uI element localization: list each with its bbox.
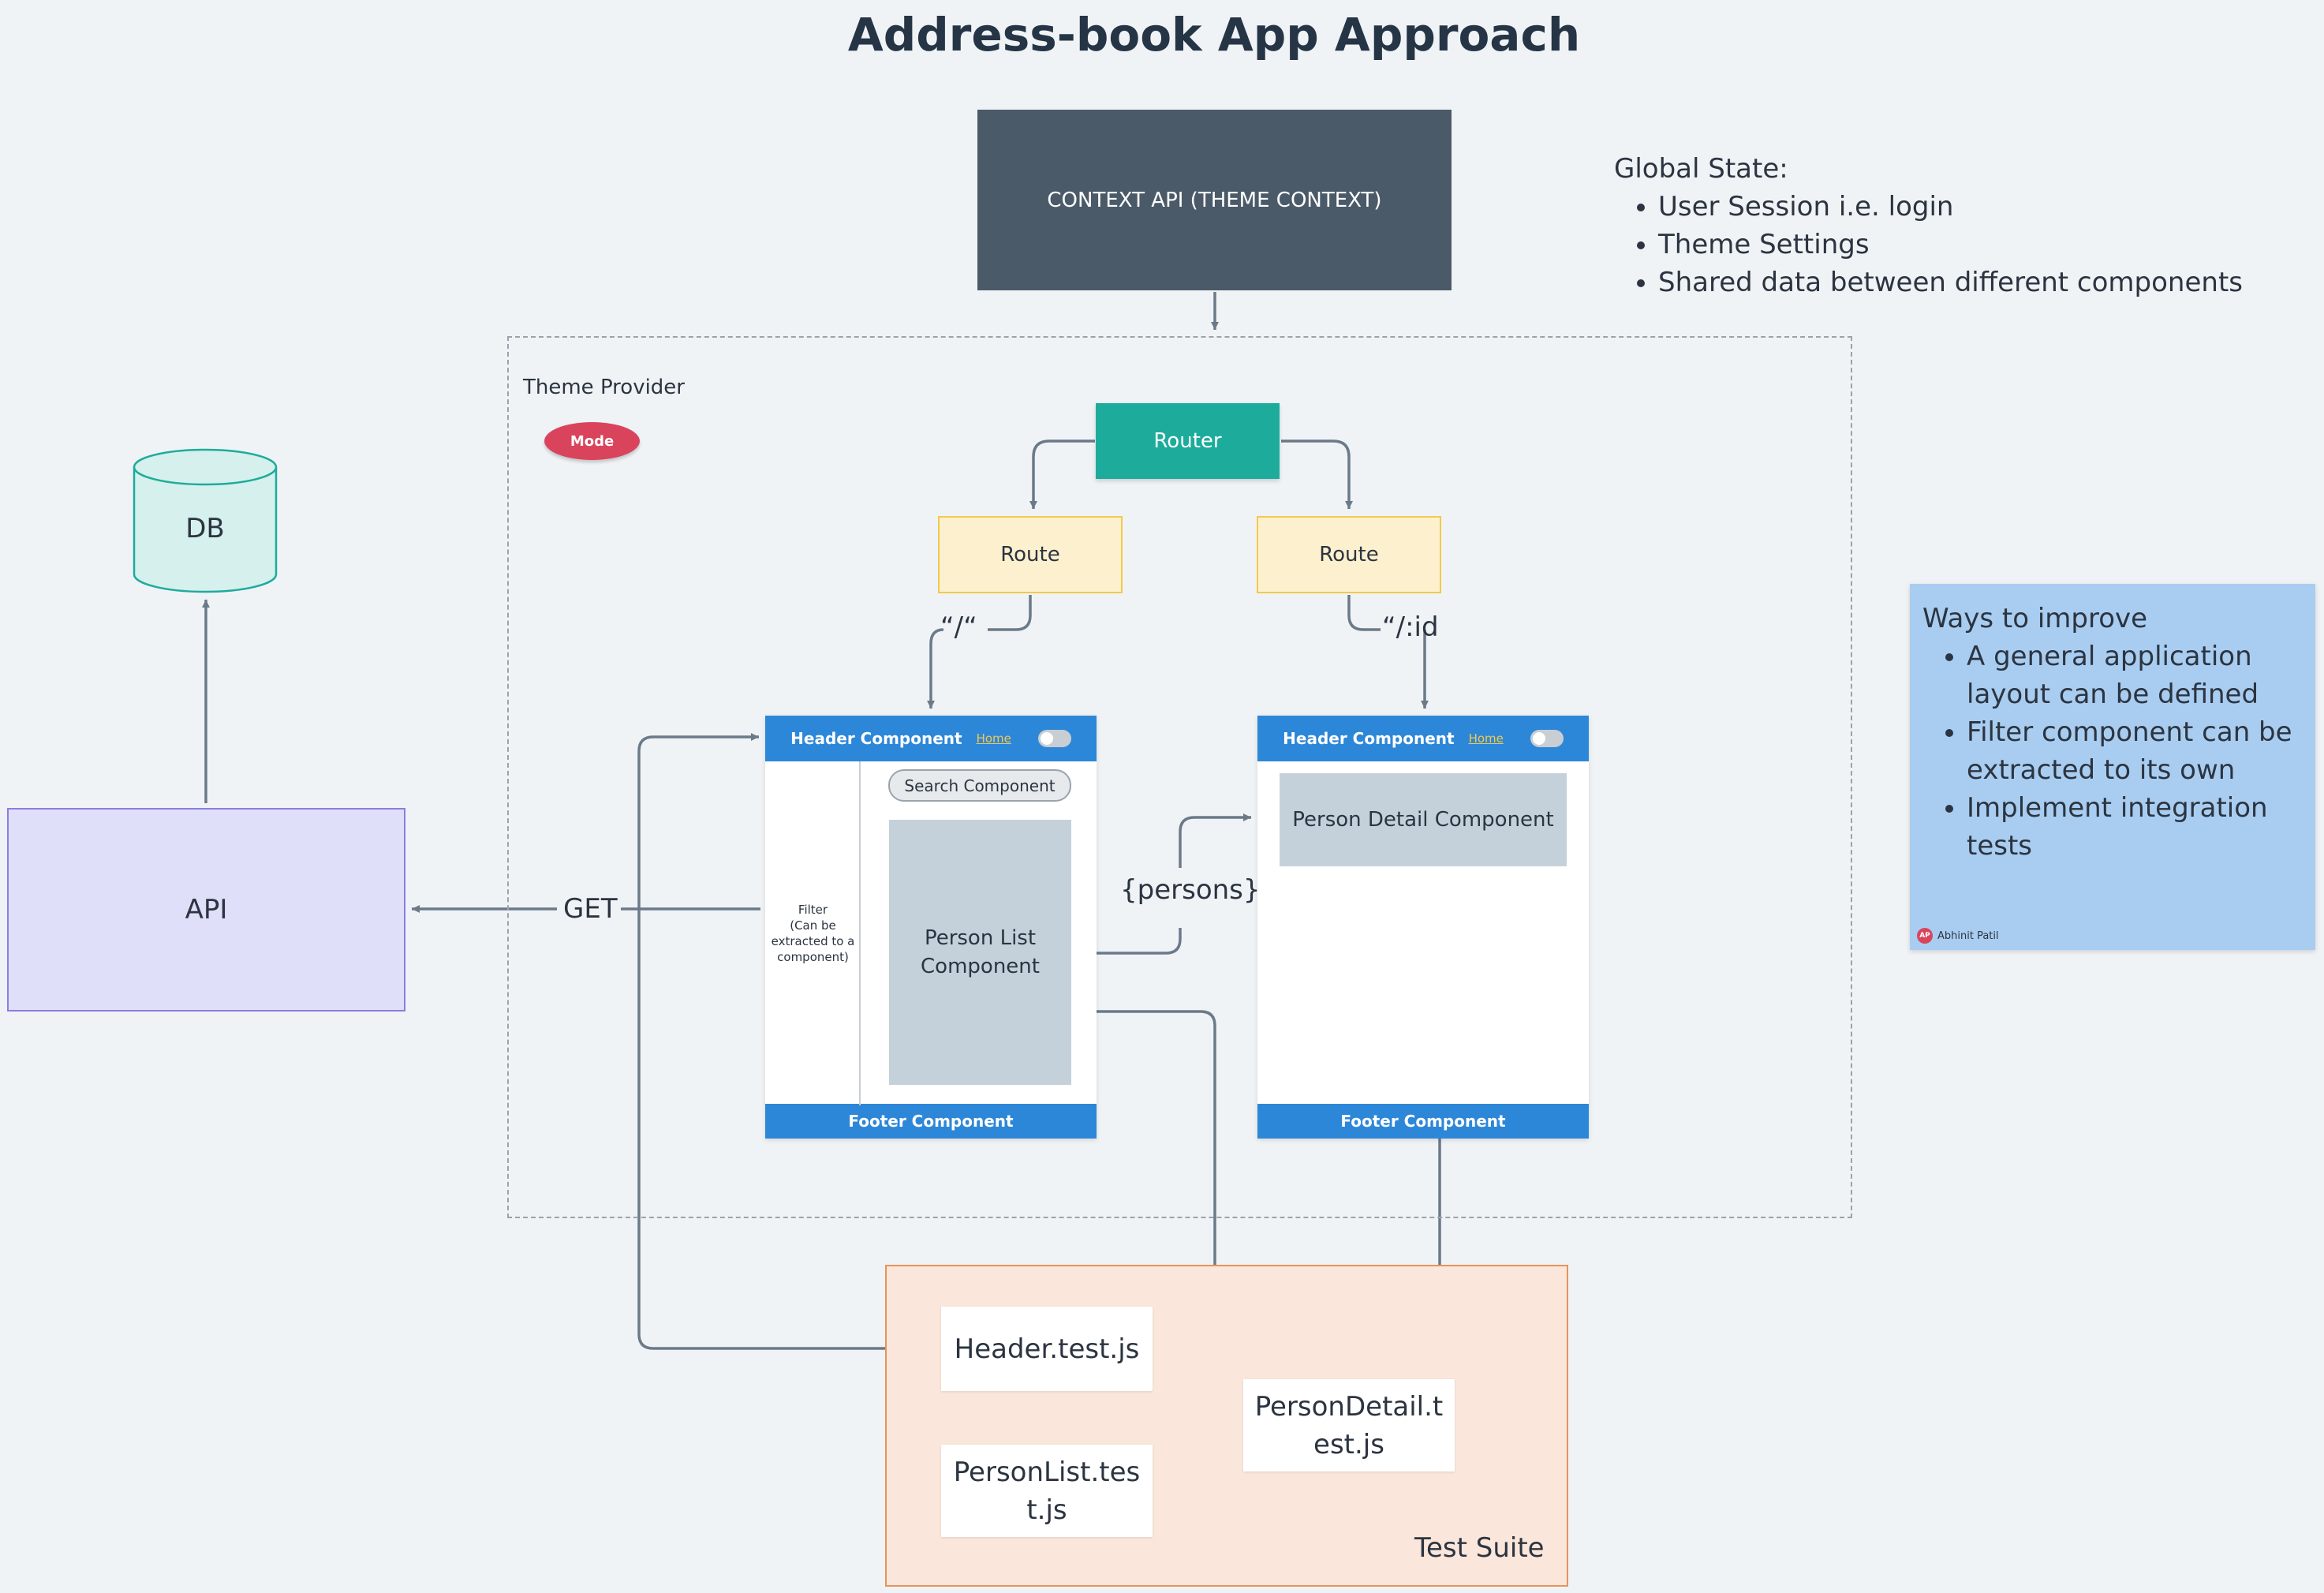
person-list-component: Person List Component	[889, 820, 1071, 1085]
detail-footer-component: Footer Component	[1257, 1104, 1589, 1139]
router-to-route2-arrow	[1281, 439, 1353, 509]
header-label: Header Component	[1283, 729, 1455, 748]
search-component[interactable]: Search Component	[888, 769, 1071, 802]
route1-to-list-arrow	[931, 595, 1032, 709]
global-state-heading: Global State:	[1614, 153, 1788, 185]
theme-toggle-switch[interactable]	[1037, 730, 1071, 747]
route2-to-detail-arrow	[1347, 595, 1425, 709]
global-state-list: User Session i.e. login Theme Settings S…	[1614, 188, 2261, 301]
ways-heading: Ways to improve	[1922, 603, 2148, 634]
header-test-file: Header.test.js	[941, 1307, 1153, 1391]
personlist-test-file: PersonList.test.js	[941, 1445, 1153, 1537]
filter-panel: Filter (Can be extracted to a component)	[767, 761, 861, 1105]
api-box: API	[7, 808, 405, 1012]
list-header-component: Header Component Home	[765, 716, 1097, 761]
route-path-home: “/“	[940, 611, 977, 643]
route-node-detail: Route	[1257, 516, 1441, 593]
ways-item: A general application layout can be defi…	[1967, 638, 2303, 713]
detail-header-component: Header Component Home	[1257, 716, 1589, 761]
mode-toggle-button[interactable]: Mode	[544, 422, 640, 460]
ways-item: Implement integration tests	[1967, 789, 2303, 865]
route-node-home: Route	[938, 516, 1123, 593]
home-link[interactable]: Home	[976, 731, 1011, 746]
header-test-to-header-arrow	[637, 733, 937, 1350]
ways-item: Filter component can be extracted to its…	[1967, 713, 2303, 789]
test-suite-label: Test Suite	[1414, 1532, 1545, 1564]
global-state-item: Shared data between different components	[1658, 264, 2261, 301]
theme-provider-boundary	[507, 336, 1852, 1218]
author-name: Abhinit Patil	[1937, 929, 1999, 942]
author-tag: AP Abhinit Patil	[1917, 928, 1999, 944]
persondetail-test-file: PersonDetail.test.js	[1243, 1379, 1455, 1471]
author-avatar-icon: AP	[1917, 928, 1933, 944]
database-label: DB	[185, 513, 225, 544]
global-state-item: Theme Settings	[1658, 226, 2261, 264]
theme-toggle-switch[interactable]	[1530, 730, 1564, 747]
ways-to-improve-note: Ways to improve A general application la…	[1910, 584, 2315, 950]
context-api-box: CONTEXT API (THEME CONTEXT)	[977, 110, 1452, 290]
global-state-note: Global State: User Session i.e. login Th…	[1614, 150, 2261, 301]
person-detail-component: Person Detail Component	[1280, 773, 1567, 866]
persons-to-detail-arrow	[1076, 817, 1251, 955]
list-footer-component: Footer Component	[765, 1104, 1097, 1139]
route-path-detail: “/:id	[1382, 611, 1439, 643]
database-icon	[133, 448, 278, 593]
diagram-title: Address-book App Approach	[847, 8, 1581, 62]
persons-prop-label: {persons}	[1120, 874, 1261, 906]
ways-list: A general application layout can be defi…	[1922, 638, 2303, 865]
get-request-label: GET	[560, 893, 621, 925]
header-label: Header Component	[790, 729, 962, 748]
home-link[interactable]: Home	[1468, 731, 1504, 746]
router-to-route1-arrow	[1029, 439, 1095, 509]
router-node: Router	[1096, 403, 1280, 479]
theme-provider-label: Theme Provider	[523, 376, 685, 399]
global-state-item: User Session i.e. login	[1658, 188, 2261, 226]
